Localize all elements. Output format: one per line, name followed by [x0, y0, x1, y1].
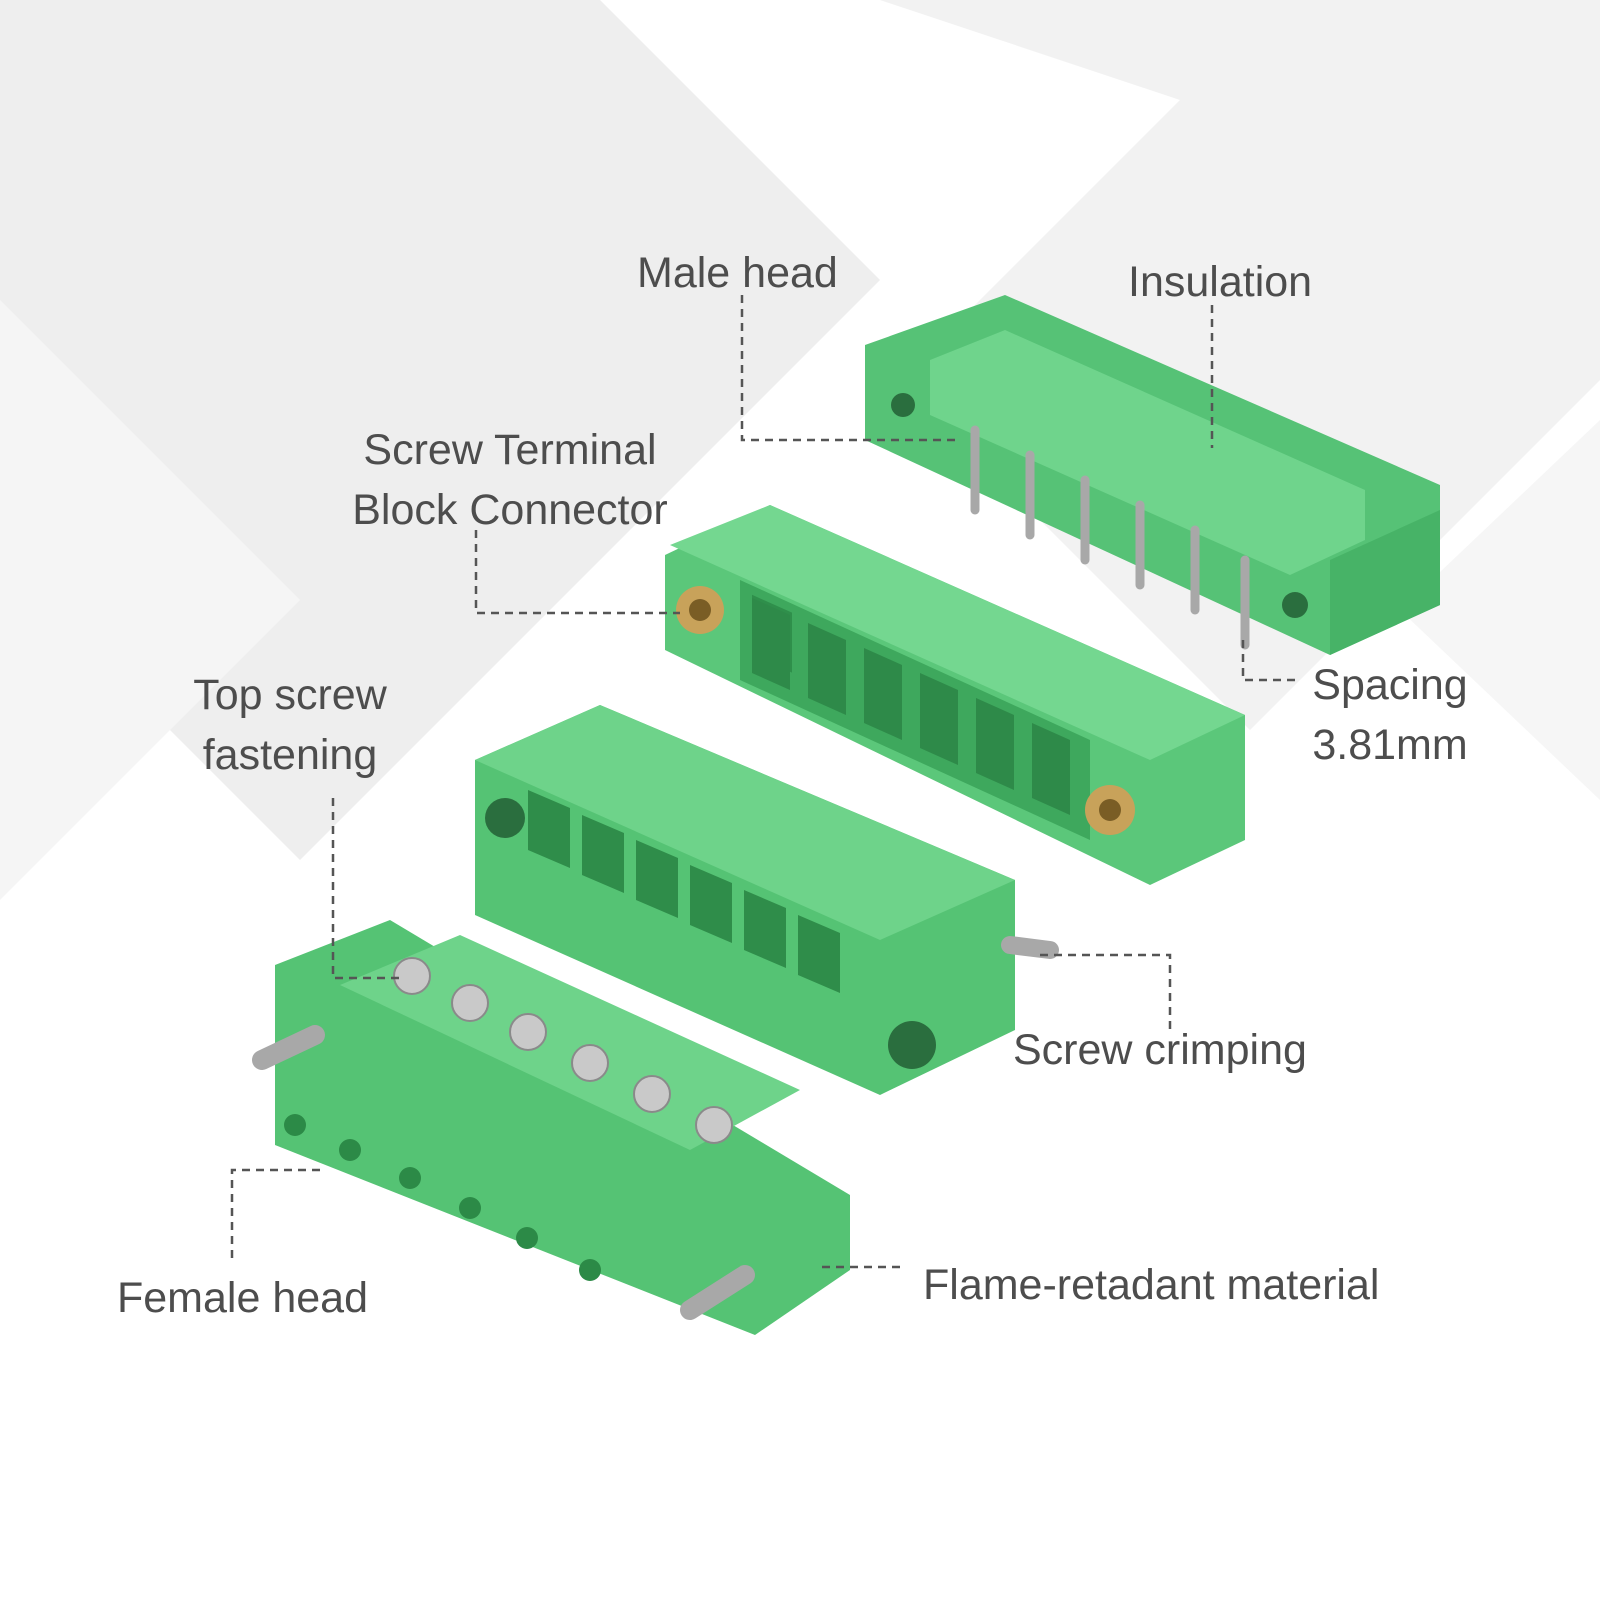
label-screw-terminal: Screw Terminal Block Connector	[340, 420, 680, 540]
leader-male-head	[740, 295, 960, 442]
label-flame-retardant: Flame-retadant material	[923, 1261, 1380, 1309]
label-top-screw-line2: fastening	[202, 731, 378, 779]
label-top-screw: Top screw fastening	[180, 665, 400, 785]
female-plug-connector	[252, 920, 850, 1335]
label-insulation: Insulation	[1128, 258, 1313, 306]
label-spacing-line1: Spacing	[1312, 661, 1468, 709]
leader-top-screw	[331, 798, 400, 980]
label-screw-crimping: Screw crimping	[1013, 1026, 1307, 1074]
label-spacing: Spacing 3.81mm	[1300, 655, 1480, 775]
male-header-connector	[865, 295, 1440, 655]
label-screw-terminal-line1: Screw Terminal	[363, 426, 657, 474]
label-male-head: Male head	[637, 249, 838, 297]
label-screw-terminal-line2: Block Connector	[352, 486, 668, 534]
label-female-head: Female head	[117, 1274, 368, 1322]
leader-lines	[230, 295, 1300, 1269]
label-top-screw-line1: Top screw	[193, 671, 387, 719]
leader-screw-crimping	[1040, 953, 1172, 1030]
plug-connector	[475, 705, 1059, 1095]
header-socket-connector	[665, 505, 1245, 885]
label-spacing-line2: 3.81mm	[1312, 721, 1468, 769]
leader-spacing	[1241, 640, 1300, 682]
leader-female-head	[230, 1168, 325, 1258]
